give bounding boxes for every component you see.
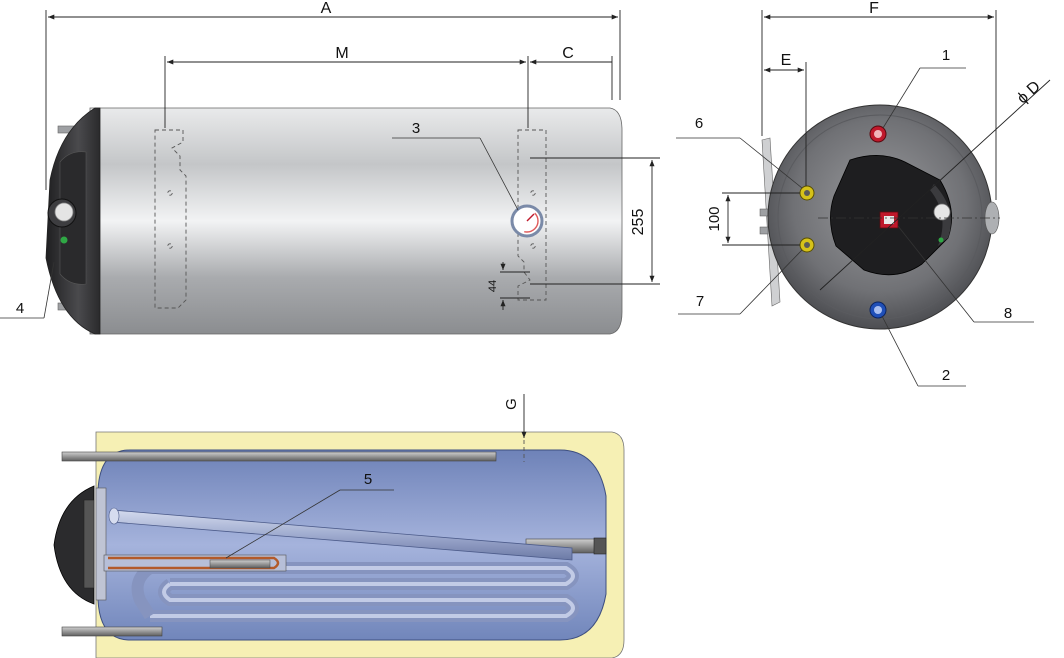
callout-4: 4 bbox=[16, 300, 24, 317]
dimension-a-label: A bbox=[321, 0, 332, 17]
callout-6: 6 bbox=[695, 115, 703, 132]
end-knob-icon bbox=[933, 203, 951, 221]
dimension-255-label: 255 bbox=[630, 209, 647, 236]
dimension-e-label: E bbox=[781, 52, 792, 69]
dimension-c-label: C bbox=[562, 45, 574, 62]
indicator-light-icon bbox=[60, 236, 68, 244]
dimension-m-label: M bbox=[335, 45, 348, 62]
callout-7: 7 bbox=[696, 293, 704, 310]
dimension-44-label: 44 bbox=[487, 280, 499, 292]
cutaway-view: G 5 bbox=[53, 394, 625, 658]
dimension-f-label: F bbox=[869, 0, 879, 17]
callout-8: 8 bbox=[1004, 305, 1012, 322]
dimension-d-label: ϕ D bbox=[1014, 78, 1044, 107]
control-knob-icon bbox=[54, 202, 74, 222]
dimension-g-label: G bbox=[503, 398, 520, 410]
callout-1: 1 bbox=[942, 47, 950, 64]
end-view: F E ϕ D 100 1 2 6 7 8 bbox=[676, 0, 1051, 387]
callout-2: 2 bbox=[942, 367, 950, 384]
side-view: A M C 255 44 3 4 bbox=[0, 0, 660, 335]
callout-3: 3 bbox=[412, 120, 420, 137]
callout-5: 5 bbox=[364, 471, 372, 488]
end-indicator-icon bbox=[938, 237, 944, 243]
dimension-100-label: 100 bbox=[706, 206, 723, 231]
